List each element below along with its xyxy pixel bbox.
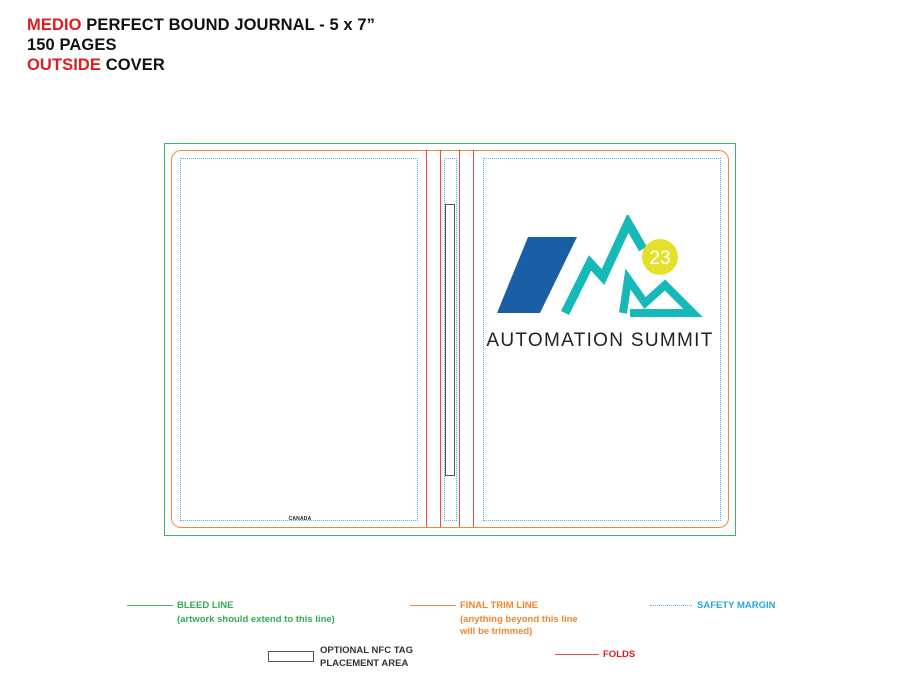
fold-line-4 xyxy=(473,150,474,527)
automation-summit-logo: 23 xyxy=(497,215,703,317)
trim-line-front-cover xyxy=(473,150,729,528)
back-cover-label: CANADA xyxy=(288,516,312,522)
nfc-tag-placement-area xyxy=(445,204,455,476)
logo-blue-parallelogram xyxy=(497,237,577,313)
legend-trim-title: FINAL TRIM LINE xyxy=(460,600,538,611)
safety-margin-spine xyxy=(444,158,457,521)
header-product-title: PERFECT BOUND JOURNAL - 5 x 7” xyxy=(81,16,376,34)
safety-margin-back-cover xyxy=(180,158,418,521)
legend-folds-title: FOLDS xyxy=(603,649,636,660)
logo-yellow-badge xyxy=(642,239,678,275)
legend-bleed-note: (artwork should extend to this line) xyxy=(177,614,335,625)
header-line-2: 150 PAGES xyxy=(27,36,117,54)
legend-nfc-box-sample xyxy=(268,651,314,662)
legend-nfc-line-1: OPTIONAL NFC TAG xyxy=(320,645,414,656)
legend-trim-note-1: (anything beyond this line xyxy=(460,614,578,625)
header-accent-outside: OUTSIDE xyxy=(27,56,102,74)
legend-nfc-line-2: PLACEMENT AREA xyxy=(320,658,409,669)
fold-line-2 xyxy=(440,150,441,527)
header-line-3: OUTSIDE COVER xyxy=(27,56,165,75)
logo-wordmark: AUTOMATION SUMMIT xyxy=(486,330,714,351)
trim-line-spine xyxy=(426,150,473,528)
trim-line-back-cover xyxy=(171,150,427,528)
legend-trim-line-sample xyxy=(410,605,456,606)
legend-safety-title: SAFETY MARGIN xyxy=(697,600,776,611)
header-line-1: MEDIO PERFECT BOUND JOURNAL - 5 x 7” xyxy=(27,16,375,35)
header-cover-label: COVER xyxy=(101,56,165,74)
legend-folds-line-sample xyxy=(555,654,599,655)
legend-bleed-line-sample xyxy=(127,605,173,606)
safety-margin-front-cover xyxy=(483,158,721,521)
legend-bleed-title: BLEED LINE xyxy=(177,600,234,611)
fold-line-1 xyxy=(426,150,427,527)
legend-safety-line-sample xyxy=(650,605,692,606)
logo-teal-inner-peak xyxy=(619,268,703,317)
bleed-line-outline xyxy=(164,143,736,536)
logo-badge-number: 23 xyxy=(649,248,670,269)
fold-line-3 xyxy=(459,150,460,527)
logo-teal-mountains xyxy=(560,215,647,316)
header-accent-medio: MEDIO xyxy=(27,16,82,34)
legend-trim-note-2: will be trimmed) xyxy=(460,626,533,637)
